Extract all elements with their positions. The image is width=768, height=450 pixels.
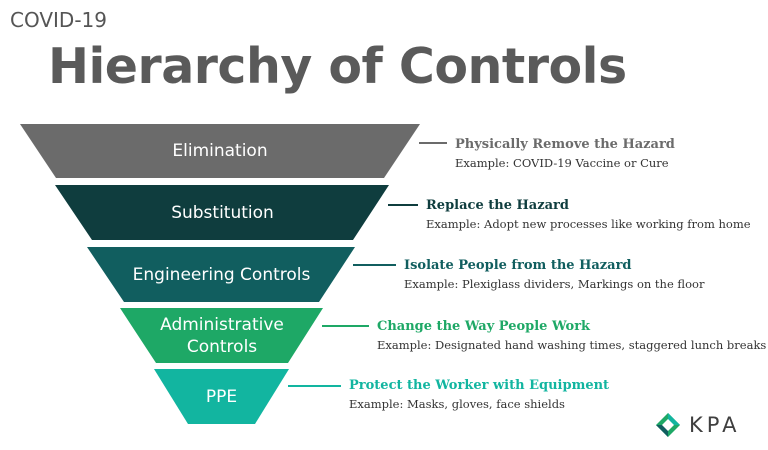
kpa-diamond-logo-icon [656, 413, 680, 437]
callout-heading: Change the Way People Work [377, 319, 591, 334]
callout-elimination: Physically Remove the Hazard Example: CO… [455, 136, 675, 172]
callout-heading: Isolate People from the Hazard [404, 258, 632, 273]
callout-administrative: Change the Way People Work Example: Desi… [377, 318, 766, 354]
tier-elimination-band [20, 124, 420, 178]
tier-administrative-band [120, 308, 323, 363]
eyebrow-label: COVID-19 [10, 8, 108, 32]
callout-example: Example: Masks, gloves, face shields [349, 397, 565, 411]
callout-example: Example: Designated hand washing times, … [377, 338, 767, 352]
tier-label-administrative: Administrative Controls [160, 314, 284, 357]
callout-substitution: Replace the Hazard Example: Adopt new pr… [426, 197, 751, 233]
tier-label-substitution: Substitution [171, 202, 274, 223]
callout-example: Example: Plexiglass dividers, Markings o… [404, 277, 705, 291]
tier-engineering-band [87, 247, 355, 302]
callout-example: Example: Adopt new processes like workin… [426, 217, 751, 231]
tier-label-engineering: Engineering Controls [132, 264, 311, 285]
callout-heading: Physically Remove the Hazard [455, 137, 675, 152]
callout-heading: Replace the Hazard [426, 198, 569, 213]
tier-substitution-band [55, 185, 389, 240]
page-title: Hierarchy of Controls [48, 38, 627, 95]
callout-heading: Protect the Worker with Equipment [349, 378, 610, 393]
logo-wordmark: KPA [689, 413, 741, 437]
tier-label-ppe: PPE [205, 386, 238, 407]
callout-engineering: Isolate People from the Hazard Example: … [404, 257, 704, 293]
kpa-logo: KPA [655, 412, 740, 438]
tier-ppe-band [154, 369, 289, 424]
callout-example: Example: COVID-19 Vaccine or Cure [455, 156, 669, 170]
callout-ppe: Protect the Worker with Equipment Exampl… [349, 377, 609, 413]
tier-label-elimination: Elimination [172, 141, 268, 161]
